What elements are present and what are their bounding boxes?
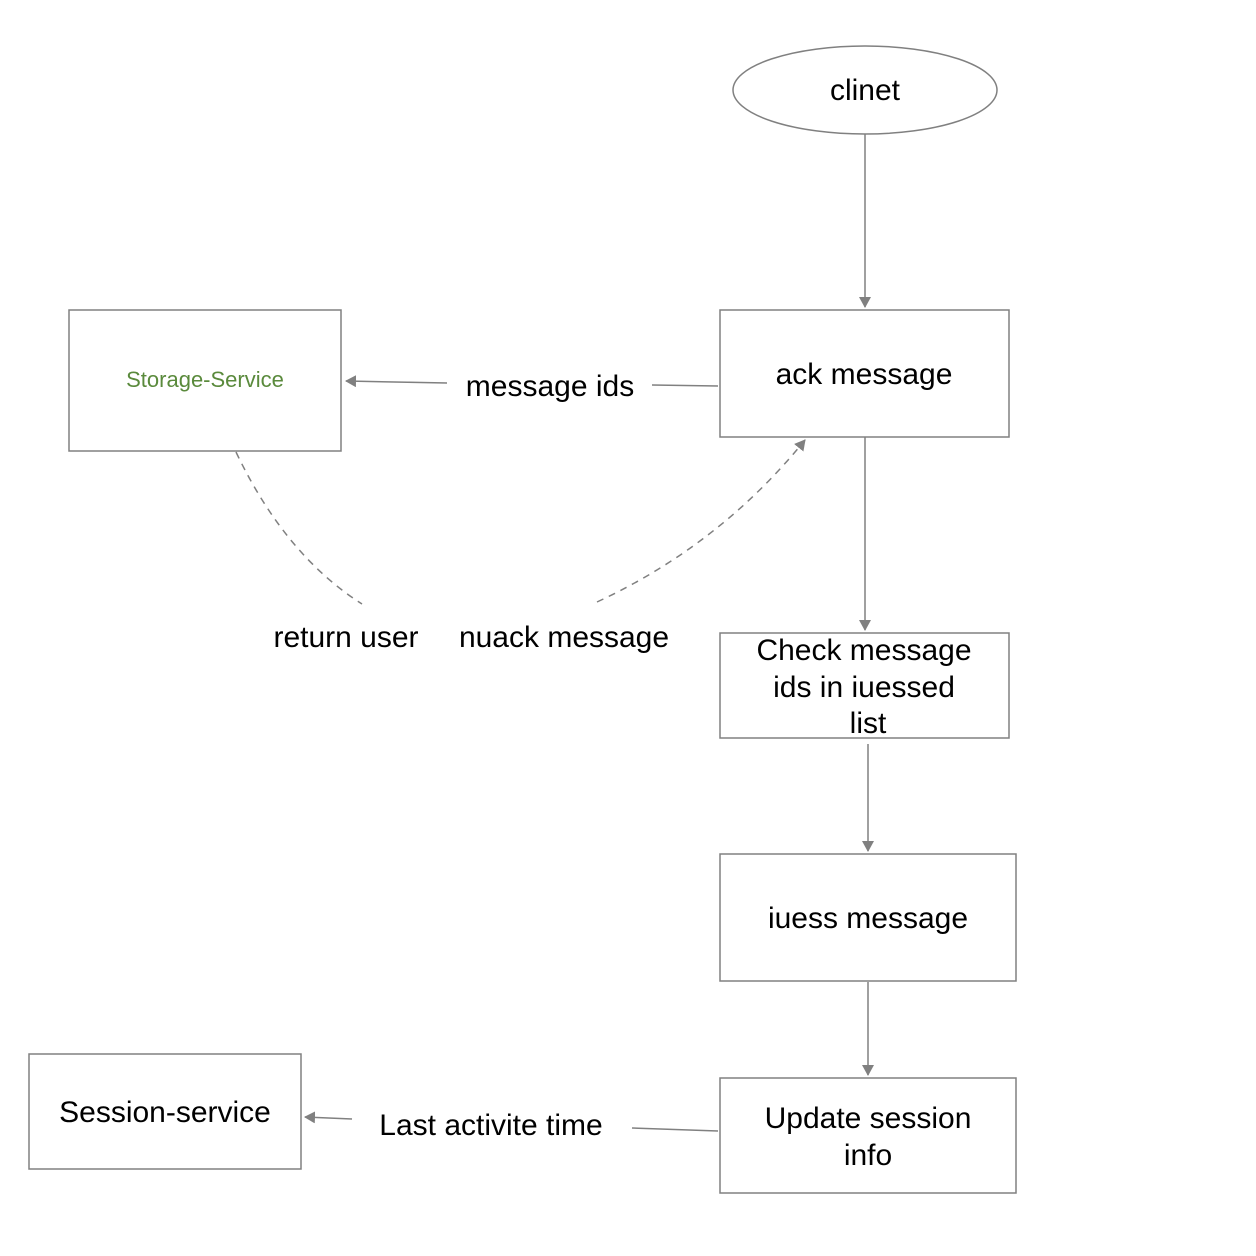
ack-rect — [719, 309, 1010, 438]
edge-update-to-session-left — [304, 1111, 353, 1124]
node-ack-message: ack message — [719, 309, 1010, 438]
check-rect — [719, 632, 1010, 739]
check-label-line-3: list — [850, 707, 887, 740]
edge-nuack-to-ack-dashed — [596, 439, 806, 603]
node-check-message-ids: Check message ids in iuessed list — [719, 632, 1010, 740]
edge-storage-return-dashed — [235, 451, 363, 605]
node-storage-service: Storage-Service — [68, 309, 342, 452]
storage-label: Storage-Service — [126, 367, 284, 392]
edge-ack-to-storage-right — [651, 384, 719, 387]
node-client: clinet — [732, 45, 998, 135]
node-update-session-info: Update session info — [719, 1077, 1017, 1194]
update-label-line-2: info — [844, 1139, 892, 1172]
storage-rect — [68, 309, 342, 452]
node-iuess-message: iuess message — [719, 853, 1017, 982]
update-rect — [719, 1077, 1017, 1194]
client-ellipse — [732, 45, 998, 135]
edge-ack-to-storage-left — [345, 375, 448, 388]
node-session-service: Session-service — [28, 1053, 302, 1170]
edge-label-return-user: return user — [273, 621, 418, 654]
edge-label-last-activite-time: Last activite time — [379, 1109, 602, 1142]
edge-label-message-ids: message ids — [466, 370, 634, 403]
session-rect — [28, 1053, 302, 1170]
check-label-line-1: Check message — [756, 634, 971, 667]
check-label-line-2: ids in iuessed — [773, 671, 955, 704]
ack-label: ack message — [776, 358, 953, 391]
iuess-rect — [719, 853, 1017, 982]
session-label: Session-service — [59, 1096, 271, 1129]
iuess-label: iuess message — [768, 902, 968, 935]
edge-label-nuack-message: nuack message — [459, 621, 669, 654]
client-label: clinet — [830, 74, 901, 107]
edge-update-to-session-right — [631, 1127, 719, 1132]
update-label-line-1: Update session — [765, 1102, 972, 1135]
